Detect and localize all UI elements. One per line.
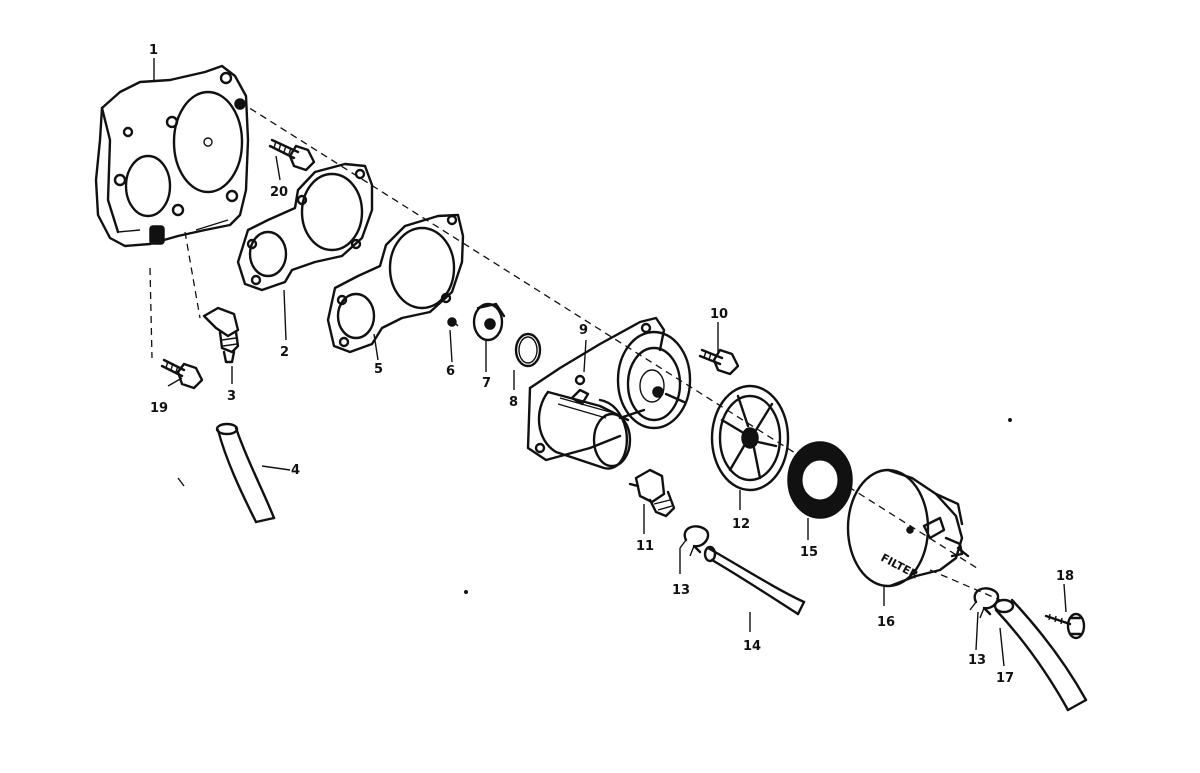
callout-13a: 13: [672, 583, 690, 598]
fitting-11: [628, 468, 676, 518]
pump-motor-9: [526, 316, 692, 470]
screen-plate-12: [710, 384, 790, 492]
stray-marks: [177, 418, 1012, 594]
callout-17: 17: [996, 671, 1014, 686]
hose-14: [703, 545, 806, 616]
bolt-20: [268, 138, 316, 172]
washer-15: [787, 441, 853, 519]
callout-14: 14: [743, 639, 761, 654]
callout-8: 8: [509, 395, 518, 410]
gasket-5: [326, 213, 465, 354]
o-ring-8: [514, 332, 542, 368]
gasket-2: [236, 162, 374, 292]
callout-13b: 13: [968, 653, 986, 668]
assembly-axis-lines: [149, 101, 1001, 601]
hose-17: [993, 598, 1088, 712]
callout-1: 1: [149, 43, 158, 58]
pump-housing: [94, 64, 250, 248]
callout-numbers: 1 2 3 4 5 6 7 8 9 10 11 12 13 14 15 16 1…: [149, 43, 1074, 686]
hose-4: [215, 422, 276, 524]
callout-9: 9: [579, 323, 588, 338]
screw-6: [447, 317, 459, 327]
filter-bowl-16: FILTER: [846, 468, 970, 588]
callout-5: 5: [374, 362, 383, 377]
elbow-fitting-3: [202, 306, 240, 364]
hose-clamp-13a: [679, 525, 710, 557]
callout-6: 6: [446, 364, 455, 379]
callout-3: 3: [227, 389, 236, 404]
bolt-19: [160, 358, 204, 390]
callout-12: 12: [732, 517, 750, 532]
leader-lines: [153, 58, 1067, 667]
thumb-screw-18: [1044, 612, 1086, 640]
callout-2: 2: [280, 345, 289, 360]
callout-10: 10: [710, 307, 728, 322]
callout-7: 7: [482, 376, 491, 391]
check-valve-7: [472, 302, 506, 342]
callout-11: 11: [636, 539, 654, 554]
filter-label-text: FILTER: [879, 551, 921, 582]
callout-4: 4: [291, 463, 300, 478]
callout-15: 15: [800, 545, 818, 560]
callout-19: 19: [150, 401, 168, 416]
callout-20: 20: [270, 185, 288, 200]
callout-16: 16: [877, 615, 895, 630]
hose-clamp-13b: [969, 587, 1000, 619]
callout-18: 18: [1056, 569, 1074, 584]
bolt-10: [698, 348, 740, 376]
